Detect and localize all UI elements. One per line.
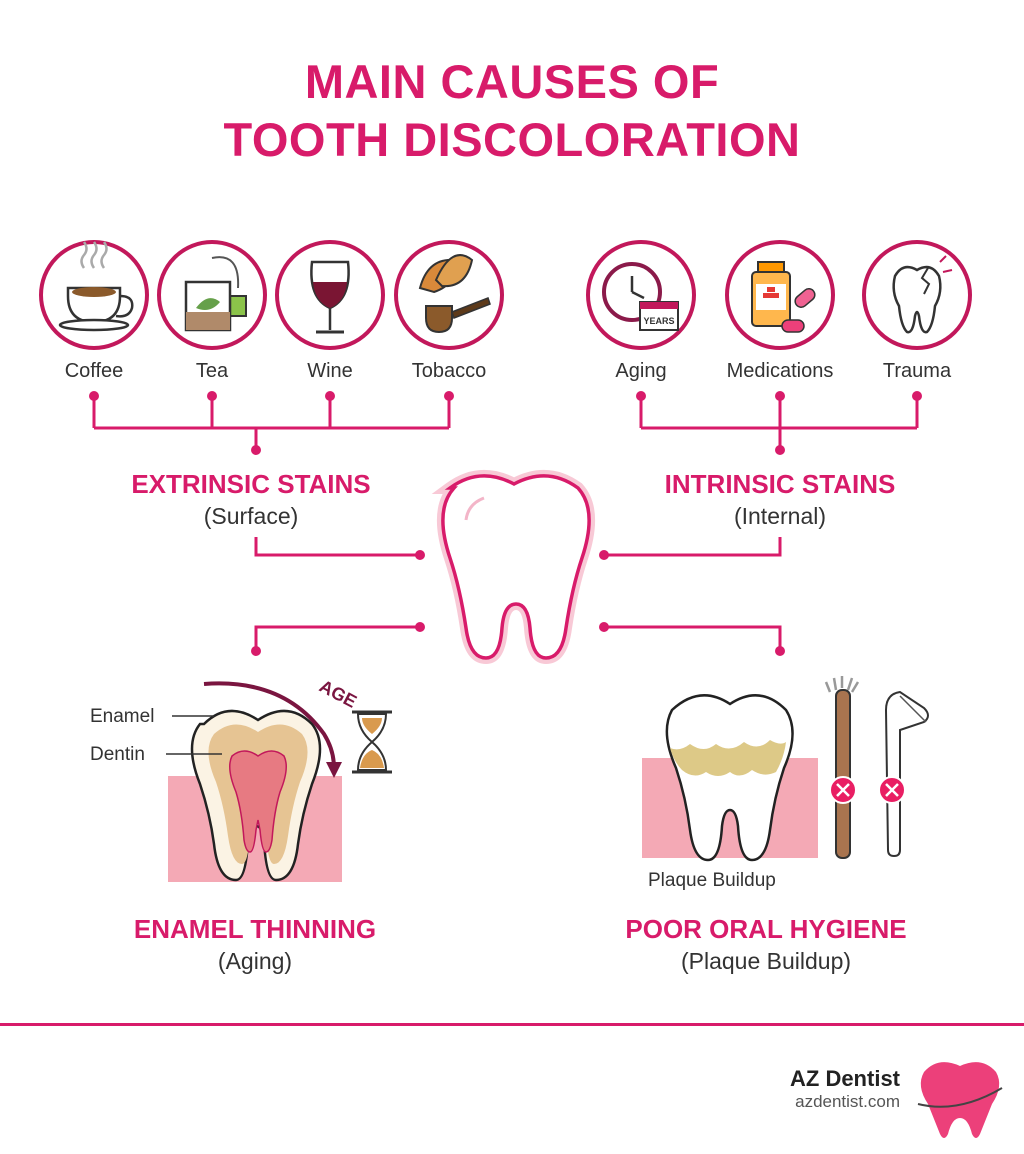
wine-label: Wine — [307, 360, 353, 382]
worn-toothbrush-icon — [824, 676, 860, 859]
coffee-cup-icon — [39, 240, 149, 350]
enamel-thinning-heading: ENAMEL THINNING — [133, 914, 377, 944]
poor-hygiene-subheading: (Plaque Buildup) — [680, 948, 852, 974]
extrinsic-heading: EXTRINSIC STAINS — [131, 469, 371, 499]
extrinsic-subheading: (Surface) — [203, 503, 299, 529]
tea-bag-icon — [157, 240, 267, 350]
enamel-thinning-subheading: (Aging) — [217, 948, 293, 974]
page-title-line-2: TOOTH DISCOLORATION — [223, 113, 801, 166]
plaque-buildup-caption: Plaque Buildup — [648, 870, 776, 891]
tobacco-pipe-icon — [394, 240, 504, 350]
clock-calendar-icon: YEARS — [586, 240, 696, 350]
medications-label: Medications — [726, 360, 834, 382]
enamel-cross-section-illustration: AGE — [166, 676, 360, 882]
age-arrow-label: AGE — [316, 676, 360, 712]
years-badge: YEARS — [643, 316, 674, 326]
hourglass-icon — [352, 710, 392, 774]
intrinsic-heading: INTRINSIC STAINS — [664, 469, 896, 499]
brand-name: AZ Dentist — [790, 1066, 900, 1091]
poor-hygiene-heading: POOR ORAL HYGIENE — [625, 914, 907, 944]
brand-url[interactable]: azdentist.com — [795, 1092, 900, 1111]
medication-bottle-icon — [725, 240, 835, 350]
extrinsic-connector — [89, 391, 454, 455]
footer-divider — [0, 1023, 1024, 1026]
page-title-line-1: MAIN CAUSES OF — [304, 55, 720, 108]
floss-pick-icon — [878, 690, 929, 858]
intrinsic-subheading: (Internal) — [733, 503, 827, 529]
tobacco-label: Tobacco — [411, 360, 487, 382]
tea-label: Tea — [195, 360, 229, 382]
aging-label: Aging — [615, 360, 667, 382]
enamel-label: Enamel — [90, 706, 155, 727]
plaque-tooth-illustration — [642, 694, 818, 862]
trauma-label: Trauma — [882, 360, 952, 382]
central-tooth-icon — [431, 469, 596, 665]
central-connectors — [251, 537, 785, 656]
dentin-label: Dentin — [90, 744, 145, 765]
coffee-label: Coffee — [64, 360, 124, 382]
az-dentist-logo-icon — [917, 1062, 1003, 1138]
intrinsic-connector — [636, 391, 922, 455]
wine-glass-icon — [275, 240, 385, 350]
cracked-tooth-icon — [862, 240, 972, 350]
